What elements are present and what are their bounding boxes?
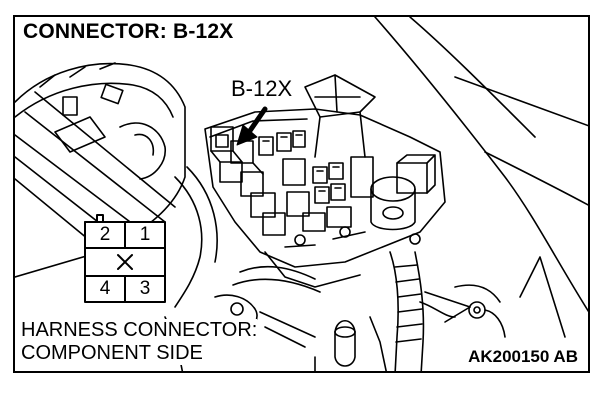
caption-line-1: HARNESS CONNECTOR: — [21, 319, 258, 341]
connector-caption: HARNESS CONNECTOR: COMPONENT SIDE — [21, 319, 258, 365]
connector-callout-label: B-12X — [231, 76, 293, 101]
caption-line-2: COMPONENT SIDE — [21, 342, 203, 364]
figure-code: AK200150 AB — [465, 347, 578, 367]
engine-bay-illustration — [15, 17, 588, 371]
wiring-harness — [389, 251, 506, 371]
connector-pin-4: 4 — [99, 278, 111, 299]
diagram-frame: CONNECTOR: B-12X B-12X 2 1 4 3 HARNESS C… — [13, 15, 590, 373]
connector-pin-2: 2 — [99, 224, 111, 245]
connector-pin-1: 1 — [139, 224, 151, 245]
callout-arrow — [236, 106, 268, 146]
page-title: CONNECTOR: B-12X — [23, 19, 238, 45]
connector-pin-3: 3 — [139, 278, 151, 299]
air-cleaner-housing — [15, 62, 186, 278]
relay-box — [204, 74, 446, 288]
connector-face-diagram — [84, 214, 166, 303]
